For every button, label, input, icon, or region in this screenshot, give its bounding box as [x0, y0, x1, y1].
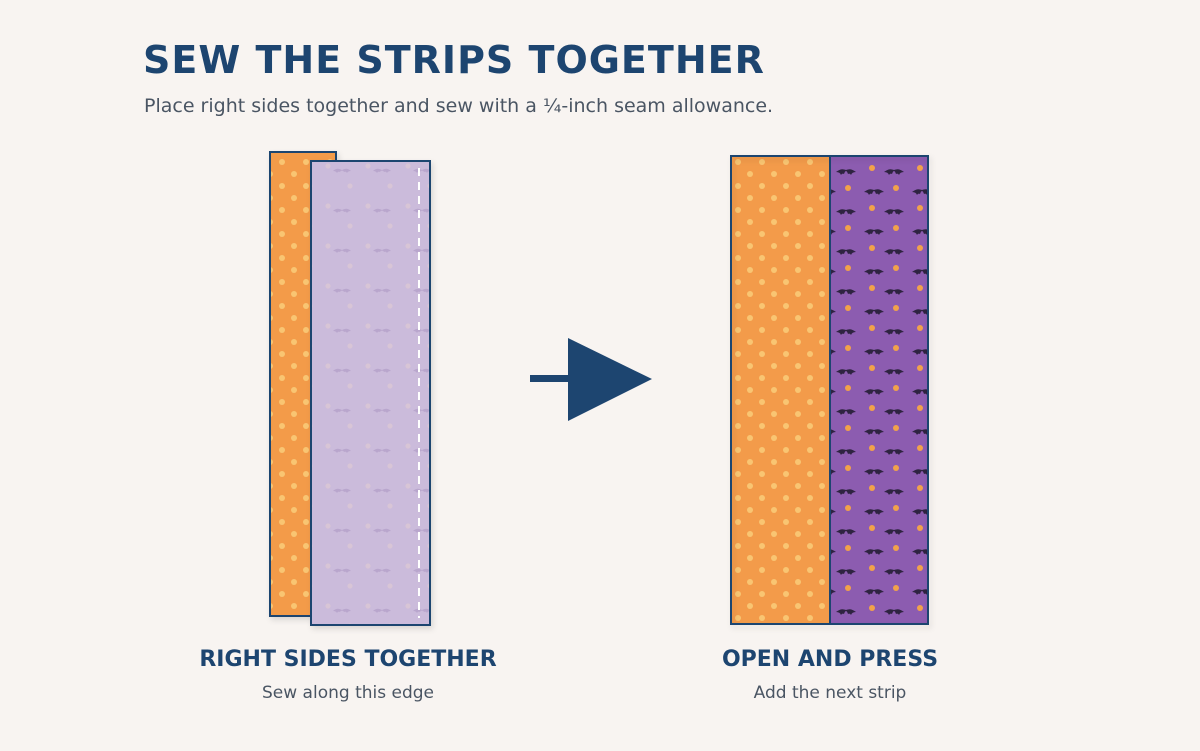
- orange-strip-open: [730, 155, 831, 625]
- sewn-block-outline: [730, 155, 929, 625]
- right-sides-together-illustration: [269, 151, 431, 626]
- step-caption-next-strip: Add the next strip: [753, 683, 907, 703]
- right-arrow-icon: [530, 338, 652, 421]
- step-label-right-sides-together: RIGHT SIDES TOGETHER: [199, 647, 497, 672]
- page-title: SEW THE STRIPS TOGETHER: [143, 38, 765, 82]
- purple-strip-open: [829, 155, 929, 625]
- open-and-press-illustration: [730, 155, 929, 625]
- step-label-open-and-press: OPEN AND PRESS: [721, 647, 939, 672]
- purple-strip-facedown: [310, 160, 431, 626]
- page-subtitle: Place right sides together and sew with …: [144, 95, 774, 117]
- step-caption-sew-edge: Sew along this edge: [262, 683, 434, 703]
